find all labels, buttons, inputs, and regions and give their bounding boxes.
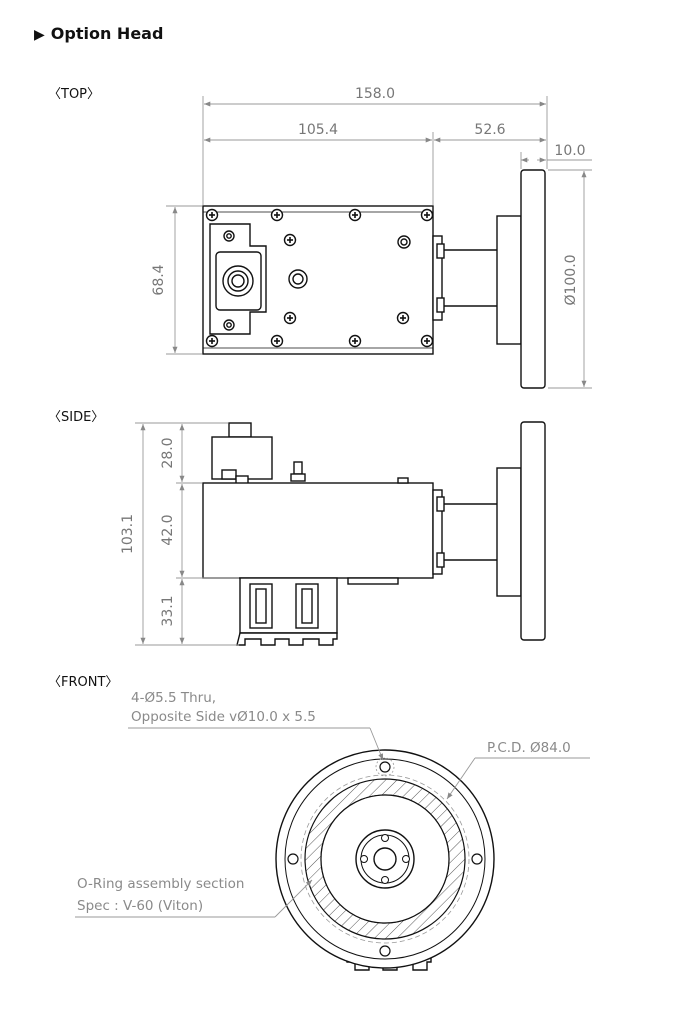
- center-knob: [288, 269, 308, 289]
- section-title: Option Head: [50, 24, 164, 43]
- dim-flange-offset: 52.6: [474, 122, 505, 138]
- triangle-bullet-icon: ▶: [34, 27, 45, 43]
- dim-connector-height: 28.0: [160, 437, 176, 468]
- side-body: [202, 482, 434, 579]
- top-flange: [520, 169, 546, 389]
- side-view: [202, 421, 546, 646]
- side-flange: [520, 421, 546, 641]
- front-leader-lines: [75, 727, 590, 918]
- dim-side-total-height: 103.1: [120, 514, 136, 554]
- dim-body-height-top: 68.4: [151, 264, 167, 295]
- dim-flange-diameter: Ø100.0: [563, 254, 579, 305]
- dim-body-length: 105.4: [298, 122, 338, 138]
- connector-receptacle: [222, 265, 254, 297]
- pcd-circle: [300, 774, 470, 944]
- side-dimension-lines: [135, 422, 239, 646]
- dim-body-height-side: 42.0: [160, 514, 176, 545]
- top-dimension-lines: [166, 96, 592, 389]
- note-oring-line2: Spec : V-60 (Viton): [77, 898, 203, 914]
- side-flange-hub: [496, 467, 522, 597]
- front-view: [275, 749, 495, 971]
- bolt-hole-bottom: [379, 945, 391, 957]
- section-heading: ▶ Option Head: [34, 24, 163, 43]
- note-oring-line1: O-Ring assembly section: [77, 876, 244, 892]
- top-view-label: 〈TOP〉: [48, 87, 100, 102]
- side-view-label: 〈SIDE〉: [48, 410, 104, 425]
- side-connector-cap: [228, 422, 252, 438]
- bolt-hole-left: [287, 853, 299, 865]
- dim-flange-thickness: 10.0: [554, 143, 585, 159]
- dim-overall-length: 158.0: [355, 86, 395, 102]
- dim-bottom-height: 33.1: [160, 595, 176, 626]
- note-pcd: P.C.D. Ø84.0: [487, 740, 571, 756]
- note-thru-holes-line2: Opposite Side vØ10.0 x 5.5: [131, 709, 316, 725]
- top-flange-hub: [496, 215, 522, 345]
- bolt-hole-top: [379, 761, 391, 773]
- top-view: [202, 169, 546, 389]
- bolt-hole-right: [471, 853, 483, 865]
- note-thru-holes-line1: 4-Ø5.5 Thru,: [131, 690, 216, 706]
- front-view-label: 〈FRONT〉: [48, 675, 118, 690]
